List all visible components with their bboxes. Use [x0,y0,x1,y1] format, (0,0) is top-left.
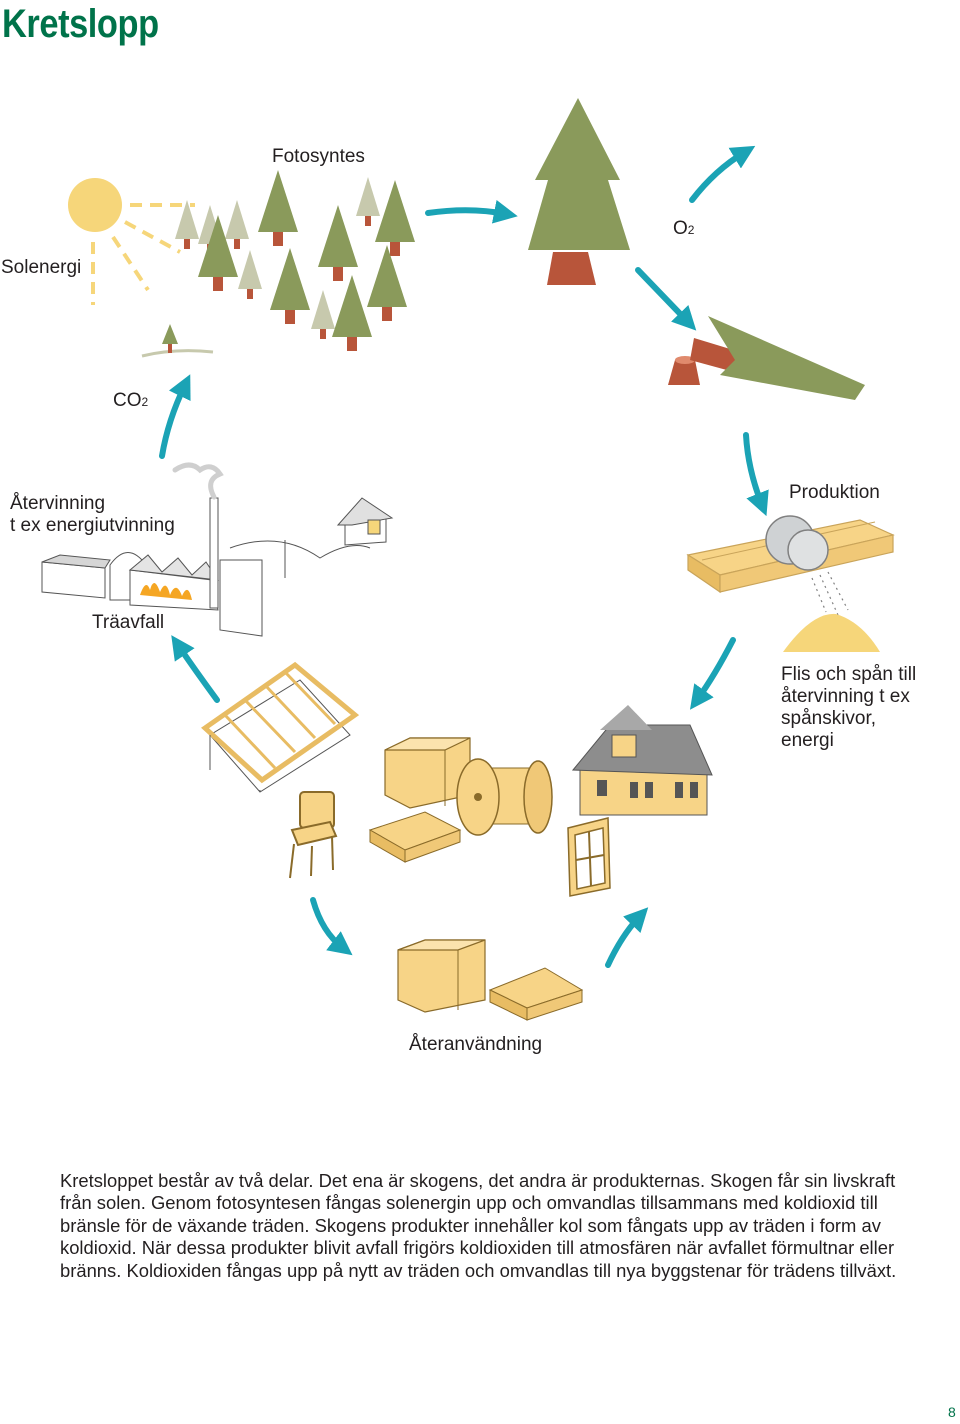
house-frame-icon [201,661,360,793]
label-fotosyntes: Fotosyntes [272,146,365,167]
window-icon [567,817,611,897]
reuse-crate-icon [397,939,486,1013]
felled-tree-icon [668,316,865,400]
page-number: 8 [948,1404,956,1420]
label-o2: O2 [673,218,695,239]
label-traavfall: Träavfall [92,612,165,633]
cycle-illustration [41,98,895,1021]
label-solenergi: Solenergi [1,257,82,278]
arrow-co2 [159,374,191,459]
body-paragraph: Kretsloppet består av två delar. Det ena… [60,1170,897,1281]
arrow-tree-to-felled [635,267,697,331]
pallet-icon [368,811,462,863]
arrow-felled-to-production [743,432,769,517]
arrow-production-to-products [689,637,736,710]
arrow-products-to-waste [171,635,220,703]
arrow-forest-to-tree [425,199,518,224]
house-icon [571,705,713,816]
label-co2: CO2 [113,390,149,411]
arrow-o2 [689,145,756,203]
page-title: Kretslopp [2,2,159,46]
sawmill-icon [686,515,895,616]
chair-icon [289,791,338,879]
label-ateranvandning: Återanvändning [409,1034,543,1055]
crate-icon [384,737,471,809]
cottage-icon [336,497,394,546]
reuse-pallet-icon [488,967,584,1021]
label-produktion: Produktion [789,482,880,503]
forest-icon [175,170,415,351]
power-plant-icon [41,462,371,637]
sun-icon [68,178,195,305]
seedling-icon [141,324,214,358]
tree-icon [528,98,630,285]
label-atervinning: Återvinning t ex energiutvinning [10,493,175,536]
arrow-to-reuse [310,897,353,956]
cable-spool-icon [456,758,553,836]
label-flis: Flis och spån till återvinning t ex spån… [781,664,917,751]
wood-chips-icon [783,613,880,652]
arrow-from-reuse [605,907,649,968]
